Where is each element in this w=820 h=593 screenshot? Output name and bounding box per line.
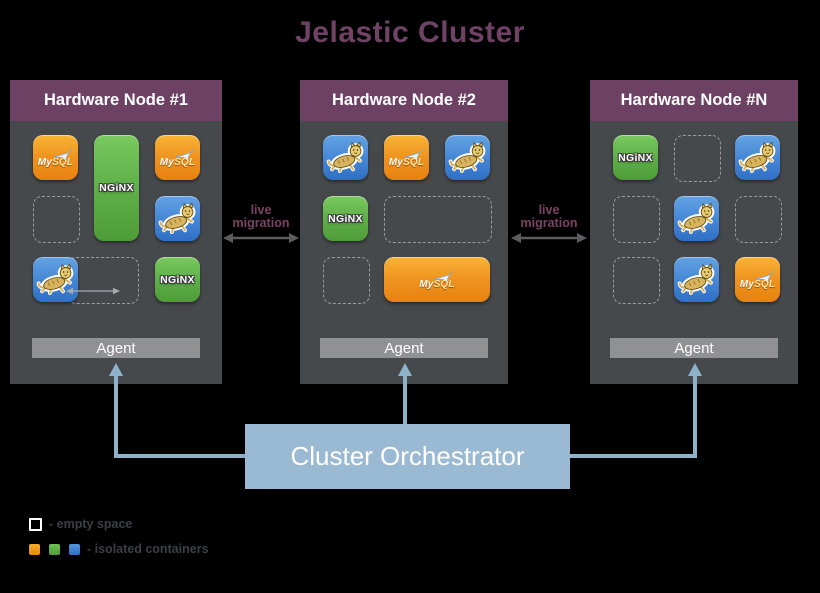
mysql-label: MySQL <box>388 156 425 168</box>
mysql-label: MySQL <box>739 278 776 290</box>
mysql-dolphin-icon <box>434 270 454 283</box>
live-migration-label: live migration <box>520 203 578 230</box>
mysql-dolphin-icon <box>175 148 194 161</box>
empty-slot <box>613 257 660 304</box>
migration-arrow <box>66 286 120 296</box>
tomcat-cat-icon <box>36 263 73 295</box>
tomcat-container-icon <box>445 135 490 180</box>
tomcat-cat-icon <box>326 141 363 173</box>
empty-slot <box>735 196 782 243</box>
mysql-logo: MySQL <box>38 148 74 168</box>
tomcat-container-icon <box>735 135 780 180</box>
empty-slot <box>613 196 660 243</box>
mysql-container-icon: MySQL <box>384 257 490 302</box>
agent-bar: Agent <box>610 338 778 358</box>
empty-slot <box>384 196 492 243</box>
mysql-dolphin-icon <box>53 148 72 161</box>
tomcat-container-icon <box>323 135 368 180</box>
hardware-node-n: Hardware Node #N NGiNX MySQL Agent <box>590 80 798 384</box>
node-header: Hardware Node #2 <box>300 80 508 121</box>
nginx-container-icon: NGiNX <box>94 135 139 241</box>
mysql-dolphin-icon <box>404 148 423 161</box>
tomcat-cat-icon <box>677 263 714 295</box>
mysql-logo: MySQL <box>160 148 196 168</box>
tomcat-cat-icon <box>158 202 195 234</box>
legend-empty-space: - empty space <box>29 517 132 531</box>
mysql-container-icon: MySQL <box>155 135 200 180</box>
nginx-swatch-icon <box>49 543 60 555</box>
migration-arrow-icon <box>66 287 120 295</box>
tomcat-swatch-icon <box>69 543 80 555</box>
empty-slot <box>674 135 721 182</box>
nginx-container-icon: NGiNX <box>323 196 368 241</box>
diagram-title: Jelastic Cluster <box>295 16 525 49</box>
mysql-logo: MySQL <box>740 270 776 290</box>
empty-slot <box>33 196 80 243</box>
tomcat-container-icon <box>155 196 200 241</box>
empty-slot <box>323 257 370 304</box>
mysql-logo: MySQL <box>389 148 425 168</box>
mysql-label: MySQL <box>37 156 74 168</box>
mysql-dolphin-icon <box>755 270 774 283</box>
nginx-label: NGiNX <box>160 273 195 286</box>
nginx-label: NGiNX <box>328 212 363 225</box>
legend-label: - empty space <box>49 517 133 531</box>
mysql-swatch-icon <box>29 543 40 555</box>
agent-bar: Agent <box>32 338 200 358</box>
nginx-label: NGiNX <box>618 151 653 164</box>
tomcat-cat-icon <box>677 202 714 234</box>
mysql-container-icon: MySQL <box>735 257 780 302</box>
tomcat-container-icon <box>674 257 719 302</box>
hardware-node-2: Hardware Node #2 MySQL NGiNX MySQL Agent <box>300 80 508 384</box>
node-header: Hardware Node #1 <box>10 80 222 121</box>
container-grid: MySQL NGiNX MySQL <box>300 80 508 384</box>
live-migration-label: live migration <box>232 203 290 230</box>
nginx-label: NGiNX <box>99 182 134 194</box>
mysql-logo: MySQL <box>419 270 455 290</box>
agent-bar: Agent <box>320 338 488 358</box>
mysql-label: MySQL <box>159 156 196 168</box>
container-grid: MySQL NGiNX MySQL NGiNX <box>10 80 222 384</box>
tomcat-container-icon <box>674 196 719 241</box>
tomcat-cat-icon <box>738 141 775 173</box>
legend-isolated-containers: - isolated containers <box>29 542 209 556</box>
mysql-container-icon: MySQL <box>33 135 78 180</box>
nginx-container-icon: NGiNX <box>613 135 658 180</box>
mysql-label: MySQL <box>419 278 455 290</box>
container-grid: NGiNX MySQL <box>590 80 798 384</box>
cluster-orchestrator-box: Cluster Orchestrator <box>245 424 570 489</box>
tomcat-container-icon <box>33 257 78 302</box>
hardware-node-1: Hardware Node #1 MySQL NGiNX MySQL NGiNX Ag… <box>10 80 222 384</box>
node-header: Hardware Node #N <box>590 80 798 121</box>
empty-space-swatch-icon <box>29 517 42 531</box>
tomcat-cat-icon <box>448 141 485 173</box>
mysql-container-icon: MySQL <box>384 135 429 180</box>
legend-label: - isolated containers <box>87 542 209 556</box>
nginx-container-icon: NGiNX <box>155 257 200 302</box>
